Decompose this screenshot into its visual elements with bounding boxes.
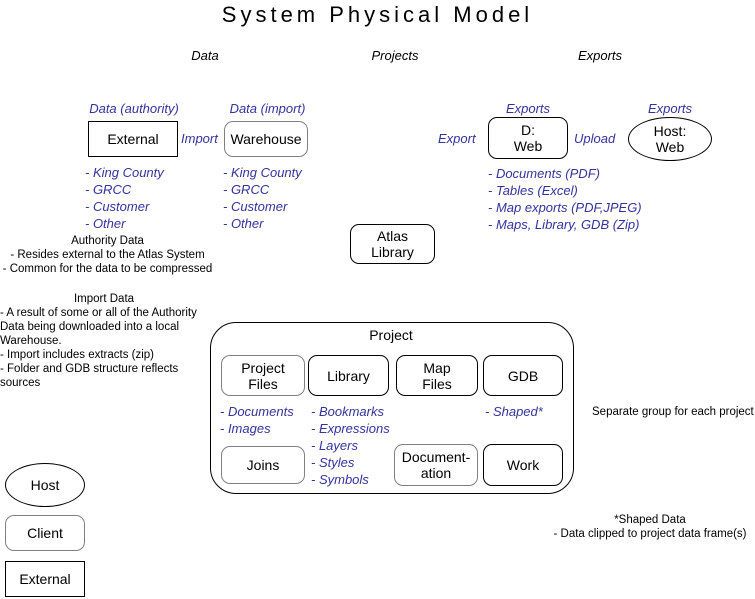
- authority-item-list: - King County - GRCC - Customer - Other: [85, 164, 164, 232]
- note-line: - Resides external to the Atlas System: [10, 249, 205, 261]
- note-separate-group: Separate group for each project: [592, 406, 754, 418]
- column-header-exports: Exports: [577, 48, 623, 63]
- documentation-line2: ation: [420, 465, 452, 481]
- work-box-label: Work: [506, 457, 540, 473]
- import-item-list: - King County - GRCC - Customer - Other: [223, 164, 302, 232]
- list-item: - Tables (Excel): [488, 183, 578, 198]
- library-box[interactable]: Library: [308, 355, 389, 396]
- note-line: Warehouse.: [0, 335, 62, 347]
- note-authority-data: Authority Data - Resides external to the…: [0, 234, 215, 276]
- note-line: - A result of some or all of the Authori…: [0, 307, 197, 319]
- legend-host-shape[interactable]: Host: [5, 463, 85, 507]
- note-heading: Import Data: [73, 293, 135, 305]
- documentation-line1: Document-: [401, 449, 471, 465]
- list-item: - Symbols: [311, 472, 369, 487]
- list-item: - GRCC: [85, 182, 132, 197]
- gdb-box-label: GDB: [507, 367, 539, 384]
- project-files-box[interactable]: Project Files: [221, 355, 305, 396]
- note-line: - Data clipped to project data frame(s): [553, 528, 747, 540]
- warehouse-box[interactable]: Warehouse: [224, 121, 308, 157]
- library-list: - Bookmarks - Expressions - Layers - Sty…: [311, 403, 390, 488]
- export-transition-label: Export: [438, 131, 476, 146]
- legend-external-label: External: [19, 571, 71, 587]
- note-line: Data being downloaded into a local: [0, 321, 180, 333]
- list-item: - Images: [220, 421, 271, 436]
- library-box-label: Library: [327, 367, 370, 384]
- note-heading: *Shaped Data: [614, 514, 686, 526]
- gdb-box[interactable]: GDB: [483, 355, 563, 396]
- legend-external-shape[interactable]: External: [5, 561, 85, 597]
- list-item: - Customer: [85, 199, 150, 214]
- exports-host-caption: Exports: [647, 101, 693, 116]
- joins-box[interactable]: Joins: [221, 446, 305, 484]
- list-item: - Customer: [223, 199, 288, 214]
- project-files-list: - Documents - Images: [220, 403, 294, 437]
- disk-web-box[interactable]: D: Web: [488, 117, 568, 159]
- map-files-line1: Map: [423, 359, 451, 376]
- note-line: - Import includes extracts (zip): [0, 349, 155, 361]
- external-box[interactable]: External: [88, 121, 178, 157]
- list-item: - Other: [223, 216, 264, 231]
- import-transition-label: Import: [181, 131, 218, 146]
- data-import-caption: Data (import): [229, 101, 306, 116]
- list-item: - Other: [85, 216, 126, 231]
- list-item: - Bookmarks: [311, 404, 384, 419]
- external-box-label: External: [107, 131, 159, 147]
- map-files-box[interactable]: Map Files: [396, 355, 478, 396]
- map-files-line2: Files: [422, 375, 452, 392]
- page-title: System Physical Model: [221, 2, 534, 27]
- legend-host-label: Host: [30, 477, 60, 493]
- atlas-library-line1: Atlas: [376, 228, 409, 244]
- exports-disk-caption: Exports: [505, 101, 551, 116]
- host-web-line1: Host:: [653, 123, 687, 139]
- disk-web-line1: D:: [521, 122, 535, 138]
- note-line: - Folder and GDB structure reflects: [0, 363, 179, 375]
- data-authority-caption: Data (authority): [89, 101, 179, 116]
- atlas-library-line2: Library: [371, 244, 414, 260]
- upload-transition-label: Upload: [574, 131, 616, 146]
- disk-web-line2: Web: [513, 138, 543, 154]
- list-item: - Map exports (PDF,JPEG): [488, 200, 642, 215]
- atlas-library-box[interactable]: Atlas Library: [350, 224, 435, 264]
- list-item: - Maps, Library, GDB (Zip): [488, 217, 640, 232]
- column-header-data: Data: [191, 48, 219, 63]
- legend-client-label: Client: [27, 525, 63, 541]
- note-line: sources: [0, 377, 41, 389]
- joins-box-label: Joins: [246, 457, 280, 473]
- warehouse-box-label: Warehouse: [230, 131, 302, 147]
- list-item: - Documents: [220, 404, 294, 419]
- note-shaped-data: *Shaped Data - Data clipped to project d…: [545, 513, 755, 541]
- project-files-line2: Files: [248, 375, 278, 392]
- exports-item-list: - Documents (PDF) - Tables (Excel) - Map…: [488, 165, 642, 233]
- list-item: - King County: [85, 165, 164, 180]
- list-item: - GRCC: [223, 182, 270, 197]
- note-import-data: Import Data - A result of some or all of…: [0, 292, 208, 390]
- gdb-list: - Shaped*: [485, 403, 543, 420]
- list-item: - Expressions: [311, 421, 390, 436]
- list-item: - Documents (PDF): [488, 166, 600, 181]
- list-item: - Layers: [311, 438, 358, 453]
- list-item: - Shaped*: [485, 404, 543, 419]
- note-heading: Authority Data: [71, 235, 144, 247]
- project-title: Project: [369, 327, 413, 343]
- note-line: - Common for the data to be compressed: [2, 263, 213, 275]
- host-web-line2: Web: [655, 139, 685, 155]
- work-box[interactable]: Work: [483, 444, 563, 486]
- documentation-box[interactable]: Document- ation: [394, 444, 478, 486]
- project-files-line1: Project: [241, 359, 285, 376]
- column-header-projects: Projects: [371, 48, 419, 63]
- list-item: - King County: [223, 165, 302, 180]
- list-item: - Styles: [311, 455, 355, 470]
- host-web-ellipse[interactable]: Host: Web: [628, 117, 712, 161]
- legend-client-shape[interactable]: Client: [5, 515, 85, 551]
